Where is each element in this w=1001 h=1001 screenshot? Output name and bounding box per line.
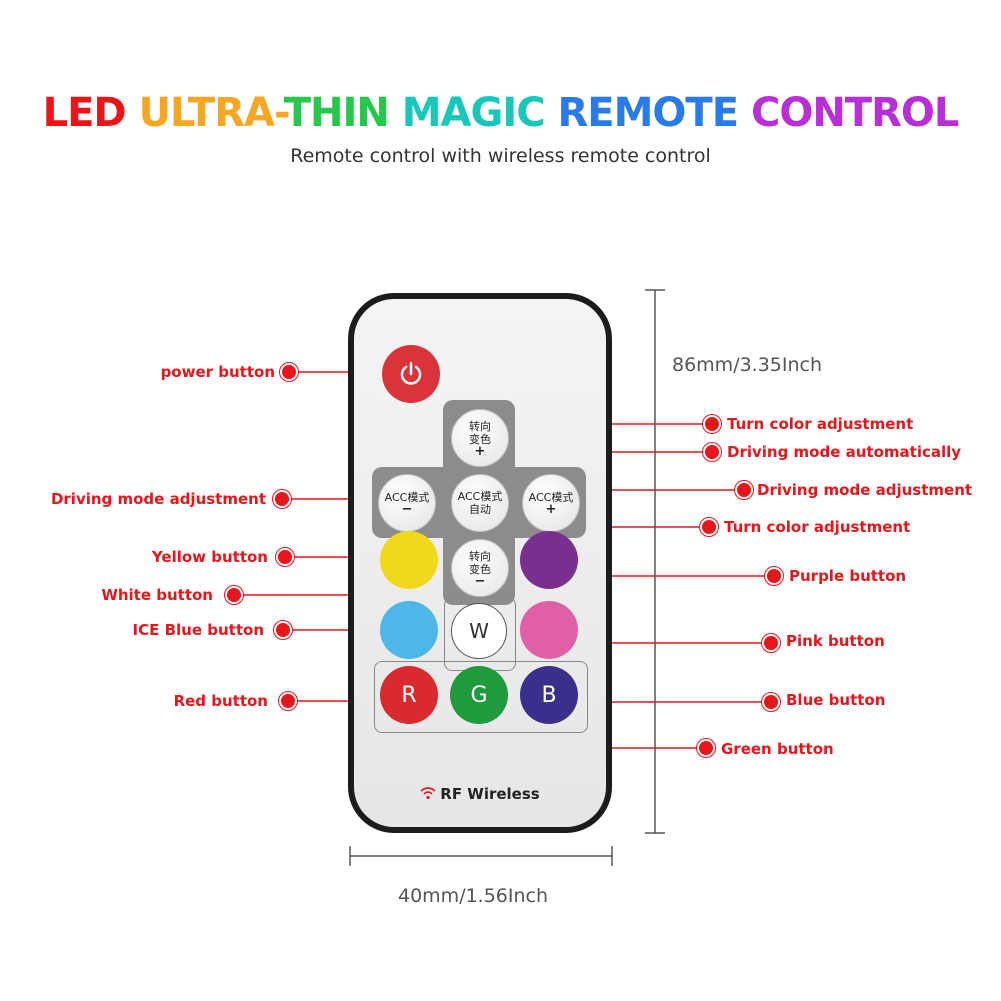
green-button[interactable]: G <box>450 666 508 724</box>
remote-face: 转向 变色 + ACC模式 − ACC模式 自动 ACC模式 + 转向 变色 − <box>354 299 606 827</box>
button-text: ACC模式 <box>528 491 574 504</box>
label-turn-color-2: Turn color adjustment <box>724 518 911 536</box>
title-part: MAGIC <box>401 90 558 136</box>
acc-mode-plus-button[interactable]: ACC模式 + <box>522 474 580 532</box>
acc-mode-minus-button[interactable]: ACC模式 − <box>378 474 436 532</box>
height-dimension-label: 86mm/3.35Inch <box>672 354 823 376</box>
label-pink: Pink button <box>786 632 885 650</box>
label-driving-auto: Driving mode automatically <box>727 443 962 461</box>
power-icon <box>400 361 422 385</box>
turn-color-up-button[interactable]: 转向 变色 + <box>451 409 509 467</box>
label-purple: Purple button <box>789 567 907 585</box>
pink-button[interactable] <box>520 601 578 659</box>
button-text: 变色 <box>469 432 491 446</box>
button-text: 转向 <box>469 419 491 433</box>
minus-icon: − <box>401 502 413 517</box>
button-text: B <box>541 682 557 708</box>
purple-button[interactable] <box>520 531 578 589</box>
title-part: CONTROL <box>750 90 959 136</box>
button-text: 变色 <box>469 562 491 576</box>
white-button[interactable]: W <box>451 603 507 659</box>
label-turn-color-1: Turn color adjustment <box>727 415 914 433</box>
button-text: 转向 <box>469 549 491 563</box>
acc-auto-button[interactable]: ACC模式 自动 <box>451 474 509 532</box>
button-text: G <box>470 682 488 708</box>
page-title: LED ULTRA-THIN MAGIC REMOTE CONTROL <box>0 90 1001 136</box>
red-button[interactable]: R <box>380 666 438 724</box>
button-text: R <box>401 682 417 708</box>
button-text: W <box>469 619 489 643</box>
remote-control: 转向 变色 + ACC模式 − ACC模式 自动 ACC模式 + 转向 变色 − <box>348 293 612 833</box>
width-dimension-label: 40mm/1.56Inch <box>398 885 549 907</box>
wifi-icon <box>420 787 436 800</box>
turn-color-down-button[interactable]: 转向 变色 − <box>451 539 509 597</box>
title-part: ULTRA- <box>138 90 285 136</box>
button-text: ACC模式 <box>384 491 430 504</box>
rf-wireless-brand: RF Wireless <box>354 785 606 803</box>
title-part: THIN <box>283 90 402 136</box>
rgb-buttons-frame <box>374 661 588 733</box>
label-power: power button <box>160 363 275 381</box>
power-button[interactable] <box>382 345 440 403</box>
blue-button[interactable]: B <box>520 666 578 724</box>
ice-blue-button[interactable] <box>380 601 438 659</box>
yellow-button[interactable] <box>380 531 438 589</box>
plus-icon: + <box>545 502 557 517</box>
label-blue: Blue button <box>786 691 886 709</box>
title-part: REMOTE <box>557 90 751 136</box>
label-driving-left: Driving mode adjustment <box>50 490 266 508</box>
label-driving-right: Driving mode adjustment <box>757 481 973 499</box>
plus-icon: + <box>474 443 486 459</box>
button-text: 自动 <box>469 503 491 516</box>
minus-icon: − <box>474 573 486 589</box>
brand-text: RF Wireless <box>440 785 540 803</box>
label-white: White button <box>101 586 213 604</box>
label-green: Green button <box>721 740 834 758</box>
page-subtitle: Remote control with wireless remote cont… <box>290 145 711 167</box>
label-red: Red button <box>173 692 268 710</box>
title-part: LED <box>42 90 139 136</box>
label-ice-blue: ICE Blue button <box>132 621 264 639</box>
label-yellow: Yellow button <box>151 548 268 566</box>
button-text: ACC模式 <box>457 490 503 503</box>
